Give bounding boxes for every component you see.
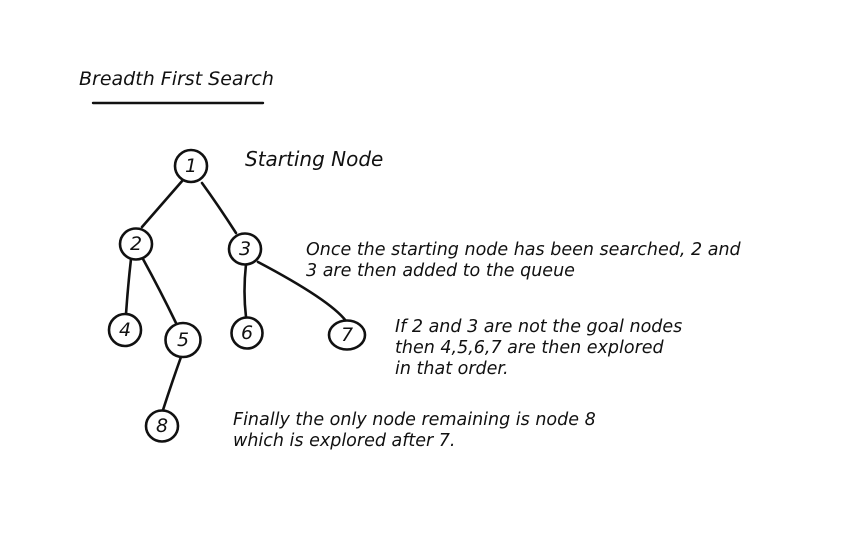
node-5-label: 5 xyxy=(177,329,189,351)
final-note-line-2: which is explored after 7. xyxy=(233,431,455,451)
explore-note-line-2: then 4,5,6,7 are then explored xyxy=(395,338,665,358)
node-6-circle xyxy=(230,316,264,350)
node-5: 5 xyxy=(164,321,202,359)
node-1-label: 1 xyxy=(185,155,197,177)
node-1-circle xyxy=(173,148,209,184)
final-note-line-1: Finally the only node remaining is node … xyxy=(233,410,596,430)
edge-2-5 xyxy=(141,257,178,325)
node-1: 1 xyxy=(173,148,209,184)
queue-note-line-2: 3 are then added to the queue xyxy=(306,261,575,281)
edge-1-3 xyxy=(200,181,238,235)
edge-2-4 xyxy=(124,257,133,316)
explore-note-line-3: in that order. xyxy=(395,359,509,379)
queue-note: Once the starting node has been searched… xyxy=(306,240,742,281)
edge-3-7 xyxy=(256,260,348,323)
node-6: 6 xyxy=(230,316,264,350)
edge-1-2 xyxy=(140,178,185,229)
node-7: 7 xyxy=(327,319,367,351)
node-2-circle xyxy=(118,227,154,261)
node-3: 3 xyxy=(227,232,263,266)
node-8-label: 8 xyxy=(156,415,168,437)
node-7-label: 7 xyxy=(341,324,353,346)
node-4: 4 xyxy=(107,312,143,348)
node-3-label: 3 xyxy=(239,238,251,260)
node-4-label: 4 xyxy=(119,319,131,341)
node-8: 8 xyxy=(144,409,180,443)
edge-3-6 xyxy=(243,262,248,319)
node-6-label: 6 xyxy=(241,322,253,344)
final-note: Finally the only node remaining is node … xyxy=(233,410,596,451)
edge-5-8 xyxy=(161,355,183,412)
node-8-circle xyxy=(144,409,180,443)
explore-note: If 2 and 3 are not the goal nodes then 4… xyxy=(395,317,682,379)
diagram-title: Breadth First Search xyxy=(79,68,274,90)
node-5-circle xyxy=(164,321,202,359)
node-7-circle xyxy=(327,319,367,351)
explore-note-line-1: If 2 and 3 are not the goal nodes xyxy=(395,317,682,337)
node-2: 2 xyxy=(118,227,154,261)
tree-edges xyxy=(124,178,348,412)
starting-node-label: Starting Node xyxy=(245,147,383,171)
node-2-label: 2 xyxy=(130,233,142,255)
queue-note-line-1: Once the starting node has been searched… xyxy=(306,240,742,260)
node-4-circle xyxy=(107,312,143,348)
node-3-circle xyxy=(227,232,263,266)
tree-nodes: 1 2 3 4 5 6 7 8 xyxy=(107,148,367,443)
